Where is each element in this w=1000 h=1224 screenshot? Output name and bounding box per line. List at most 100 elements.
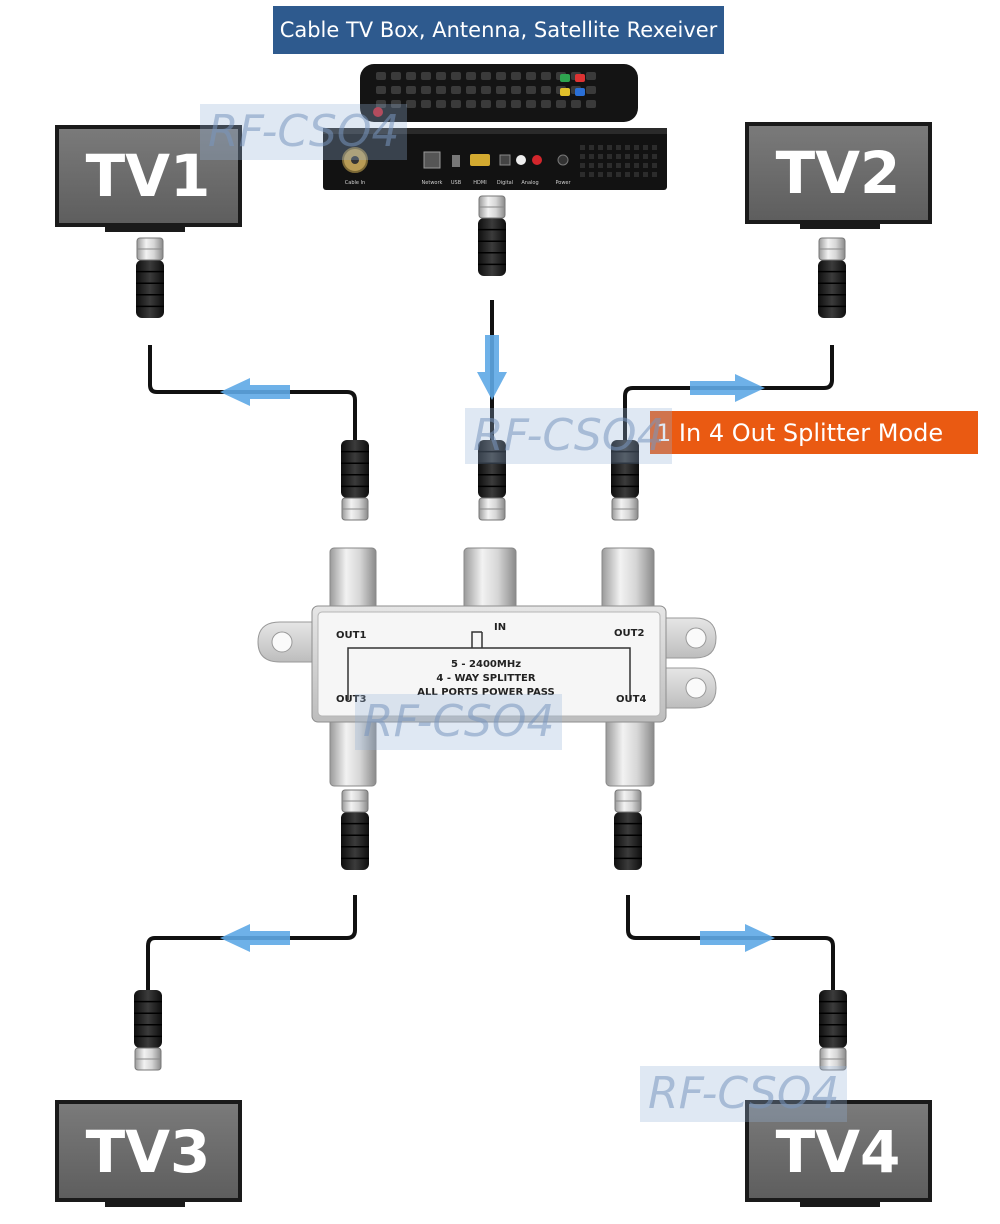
remote-button [556, 100, 566, 108]
remote-power-button [373, 107, 383, 117]
tv-3: TV3 [55, 1100, 242, 1207]
connector-tv2 [818, 237, 846, 318]
connector-splitter-out4 [614, 789, 642, 870]
remote-button [421, 100, 431, 108]
remote-button [376, 100, 386, 108]
connector-splitter-out1 [341, 440, 369, 521]
remote-button [451, 100, 461, 108]
source-device-banner: Cable TV Box, Antenna, Satellite Rexeive… [273, 6, 724, 54]
remote-button [511, 72, 521, 80]
analog-port-white [516, 155, 526, 165]
tv-1: TV1 [55, 125, 242, 232]
remote-button [451, 72, 461, 80]
box-port-label: Analog [521, 180, 538, 186]
network-port [423, 151, 441, 169]
connector-tv3 [134, 990, 162, 1071]
remote-button [436, 100, 446, 108]
remote-button [436, 72, 446, 80]
remote-button [511, 100, 521, 108]
box-port-label: Cable In [345, 180, 365, 186]
splitter-spec-line3: ALL PORTS POWER PASS [417, 687, 555, 698]
remote-buttons [376, 72, 596, 108]
remote-button [526, 86, 536, 94]
remote-button [586, 72, 596, 80]
tv1-label: TV1 [86, 142, 211, 210]
remote-button [571, 100, 581, 108]
power-port [557, 154, 569, 166]
splitter-out2-label: OUT2 [614, 628, 644, 639]
splitter-spec-line2: 4 - WAY SPLITTER [436, 673, 535, 684]
connectors [134, 195, 847, 1071]
remote-color-button [560, 88, 570, 96]
remote-button [586, 100, 596, 108]
remote-button [541, 100, 551, 108]
box-port-label: Digital [497, 180, 513, 186]
remote-button [496, 72, 506, 80]
set-top-box: Cable In Network USB HDMI Digital Analog Power [323, 128, 667, 190]
connector-splitter-out2 [611, 440, 639, 521]
connector-box-out [478, 195, 506, 276]
remote-button [481, 72, 491, 80]
watermark: RF-CSO4 [200, 104, 408, 160]
remote-button [511, 86, 521, 94]
signal-arrows [220, 335, 775, 952]
splitter-spec-line1: 5 - 2400MHz [451, 659, 521, 670]
remote-button [586, 86, 596, 94]
remote-button [376, 72, 386, 80]
remote-color-button [575, 74, 585, 82]
remote-button [526, 72, 536, 80]
tv-2: TV2 [745, 122, 932, 229]
digital-port [499, 154, 511, 166]
box-port-label: Network [422, 180, 443, 186]
box-port-label: Power [555, 180, 571, 186]
watermark: RF-CSO4 [465, 408, 673, 464]
arrow-down-in [477, 335, 507, 400]
connector-tv4 [819, 990, 847, 1071]
arrow-to-tv4 [700, 924, 775, 952]
remote-button [496, 86, 506, 94]
remote-color-button [575, 88, 585, 96]
box-port-label: USB [451, 180, 462, 186]
remote-button [406, 72, 416, 80]
splitter-out3-label: OUT3 [336, 694, 366, 705]
tv3-label: TV3 [86, 1118, 211, 1186]
remote-control [360, 64, 638, 122]
remote-button [466, 100, 476, 108]
splitter-in-label: IN [494, 622, 506, 633]
box-port-label: HDMI [473, 180, 486, 186]
remote-button [466, 86, 476, 94]
remote-button [376, 86, 386, 94]
tv-4: TV4 [745, 1100, 932, 1207]
remote-button [406, 100, 416, 108]
vent-grille [580, 145, 657, 177]
remote-button [436, 86, 446, 94]
remote-button [391, 100, 401, 108]
tv4-label: TV4 [776, 1118, 901, 1186]
remote-button [421, 72, 431, 80]
remote-button [451, 86, 461, 94]
remote-button [496, 100, 506, 108]
remote-button [481, 86, 491, 94]
connector-splitter-out3 [341, 789, 369, 870]
remote-color-button [560, 74, 570, 82]
arrow-to-tv3 [220, 924, 290, 952]
remote-button [406, 86, 416, 94]
remote-button [466, 72, 476, 80]
remote-button [541, 86, 551, 94]
box-port-labels: Cable In Network USB HDMI Digital Analog Power [345, 180, 572, 186]
arrow-to-tv1 [220, 378, 290, 406]
splitter-mode-banner: 1 In 4 Out Splitter Mode [650, 411, 978, 454]
connector-splitter-in [478, 440, 506, 521]
connector-tv1 [136, 237, 164, 318]
remote-button [391, 72, 401, 80]
splitter-out4-label: OUT4 [616, 694, 646, 705]
remote-button [391, 86, 401, 94]
remote-button [541, 72, 551, 80]
remote-button [526, 100, 536, 108]
splitter-out1-label: OUT1 [336, 630, 366, 641]
arrow-to-tv2 [690, 374, 765, 402]
tv2-label: TV2 [776, 139, 901, 207]
splitter-labels: IN OUT1 OUT2 OUT3 OUT4 5 - 2400MHz 4 - W… [336, 622, 646, 705]
